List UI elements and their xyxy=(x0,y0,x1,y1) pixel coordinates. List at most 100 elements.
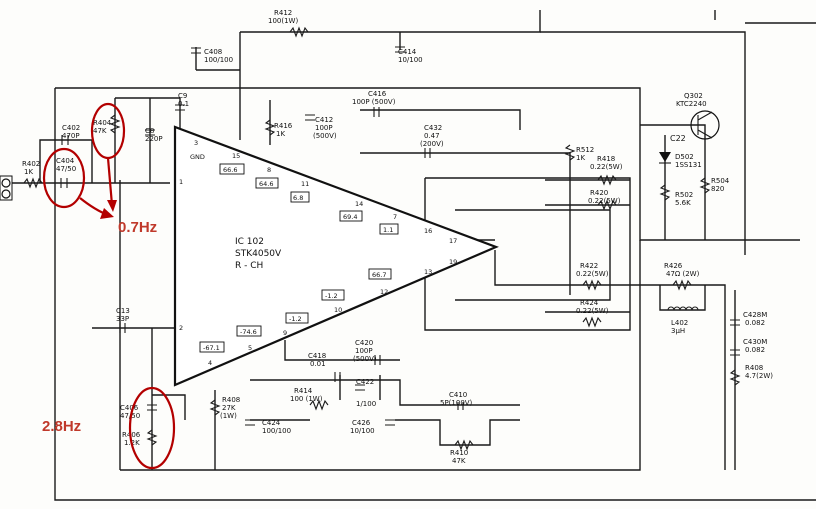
pin-14: 14 xyxy=(355,200,363,208)
voltage-14: 69.4 xyxy=(343,213,357,221)
pin-5: 5 xyxy=(248,344,252,352)
voltage-13: 66.7 xyxy=(372,271,386,279)
pin-3: 3 xyxy=(194,139,198,147)
value-c8: 220P xyxy=(145,135,163,143)
label-c426: C426 xyxy=(352,419,371,427)
label-r418: R418 xyxy=(597,155,615,163)
ic-channel: R - CH xyxy=(235,261,263,271)
value-r502: 5.6K xyxy=(675,199,691,207)
pin-16: 16 xyxy=(424,227,432,235)
voltage-9: -74.6 xyxy=(240,328,257,336)
voltage-10: -1.2 xyxy=(289,315,302,323)
value-c410: 5P(100V) xyxy=(440,399,473,407)
pin-13: 13 xyxy=(424,268,432,276)
pin-11: 11 xyxy=(301,180,309,188)
value-r422: 0.22(5W) xyxy=(576,270,609,278)
value-r512: 1K xyxy=(576,154,585,162)
label-r410: R410 xyxy=(450,449,468,457)
value-r424: 0.22(5W) xyxy=(576,307,609,315)
value2-c432: (200V) xyxy=(420,140,444,148)
value-l402: 3μH xyxy=(671,327,685,335)
label-c406: C406 xyxy=(120,404,139,412)
pin-4: 4 xyxy=(208,359,212,367)
annotation-0-7hz: 0.7Hz xyxy=(118,219,157,236)
value-r418: 0.22(5W) xyxy=(590,163,623,171)
label-q302: Q302 xyxy=(684,92,703,100)
pin-2: 2 xyxy=(179,324,183,332)
pin-15: 15 xyxy=(232,152,240,160)
label-c402: C402 xyxy=(62,124,80,132)
value-c420: 100P xyxy=(355,347,373,355)
annotation-marks xyxy=(42,102,176,470)
pin-7: 7 xyxy=(393,213,397,221)
value-r416: 1K xyxy=(276,130,285,138)
value-r504: 820 xyxy=(711,185,724,193)
ic-triangle xyxy=(173,125,499,387)
value-c13: 33P xyxy=(116,315,129,323)
label-d502: D502 xyxy=(675,153,694,161)
ic-part: STK4050V xyxy=(235,249,282,259)
annotation-2-8hz: 2.8Hz xyxy=(42,418,81,435)
label-c420: C420 xyxy=(355,339,373,347)
pin-10: 10 xyxy=(334,306,342,314)
value-c424: 100/100 xyxy=(262,427,291,435)
label-r424: R424 xyxy=(580,299,599,307)
label-r422: R422 xyxy=(580,262,598,270)
label-c418: C418 xyxy=(308,352,326,360)
value-c408: 100/100 xyxy=(204,56,233,64)
value-c430: 0.082 xyxy=(745,346,765,354)
value2-c420: (500V) xyxy=(353,355,377,363)
label-c13: C13 xyxy=(116,307,130,315)
value-r420: 0.22(5W) xyxy=(588,197,621,205)
label-r402: R402 xyxy=(22,160,40,168)
wiring xyxy=(12,10,816,501)
ic-gnd: GND xyxy=(190,153,205,161)
value-c404: 47/50 xyxy=(56,165,76,173)
label-r512: R512 xyxy=(576,146,594,154)
label-c422: C422 xyxy=(356,378,374,386)
label-c432: C432 xyxy=(424,124,442,132)
pin-19: 19 xyxy=(449,258,457,266)
value-r408: 27K xyxy=(222,404,236,412)
label-c412: C412 xyxy=(315,116,333,124)
value-r412: 100(1W) xyxy=(268,17,298,25)
label-r414: R414 xyxy=(294,387,313,395)
ic-ref: IC 102 xyxy=(235,237,264,247)
label-l402: L402 xyxy=(671,319,688,327)
label-r426: R426 xyxy=(664,262,683,270)
label-c424: C424 xyxy=(262,419,281,427)
value-q302: KTC2240 xyxy=(676,100,707,108)
label-r416: R416 xyxy=(274,122,293,130)
label-c410: C410 xyxy=(449,391,467,399)
label-r412: R412 xyxy=(274,9,292,17)
label-c404: C404 xyxy=(56,157,75,165)
value-c428: 0.082 xyxy=(745,319,765,327)
pin-9: 9 xyxy=(283,329,287,337)
pin-12: 12 xyxy=(380,288,388,296)
value-d502: 1SS131 xyxy=(675,161,702,169)
value-r410: 47K xyxy=(452,457,466,465)
value-c418: 0.01 xyxy=(310,360,326,368)
value-c402: 470P xyxy=(62,132,80,140)
pin-17: 17 xyxy=(449,237,457,245)
label-c8: C8 xyxy=(145,127,154,135)
value-c416: 100P (500V) xyxy=(352,98,396,106)
value2-r408: (1W) xyxy=(220,412,237,420)
value-r414: 100 (1W) xyxy=(290,395,323,403)
value-r404: 47K xyxy=(93,127,107,135)
voltage-8: 64.6 xyxy=(259,180,273,188)
label-c428: C428M xyxy=(743,311,767,319)
component-symbols xyxy=(0,26,741,451)
value-c432: 0.47 xyxy=(424,132,440,140)
voltage-15: 66.6 xyxy=(223,166,237,174)
voltage-markers xyxy=(199,163,399,353)
label-r504: R504 xyxy=(711,177,730,185)
label-r404: R404 xyxy=(93,119,112,127)
value-c9: 0.1 xyxy=(178,100,189,108)
label-c430: C430M xyxy=(743,338,767,346)
mark-q302: C22 xyxy=(670,134,686,143)
label-r420: R420 xyxy=(590,189,608,197)
label-c414: C414 xyxy=(398,48,417,56)
